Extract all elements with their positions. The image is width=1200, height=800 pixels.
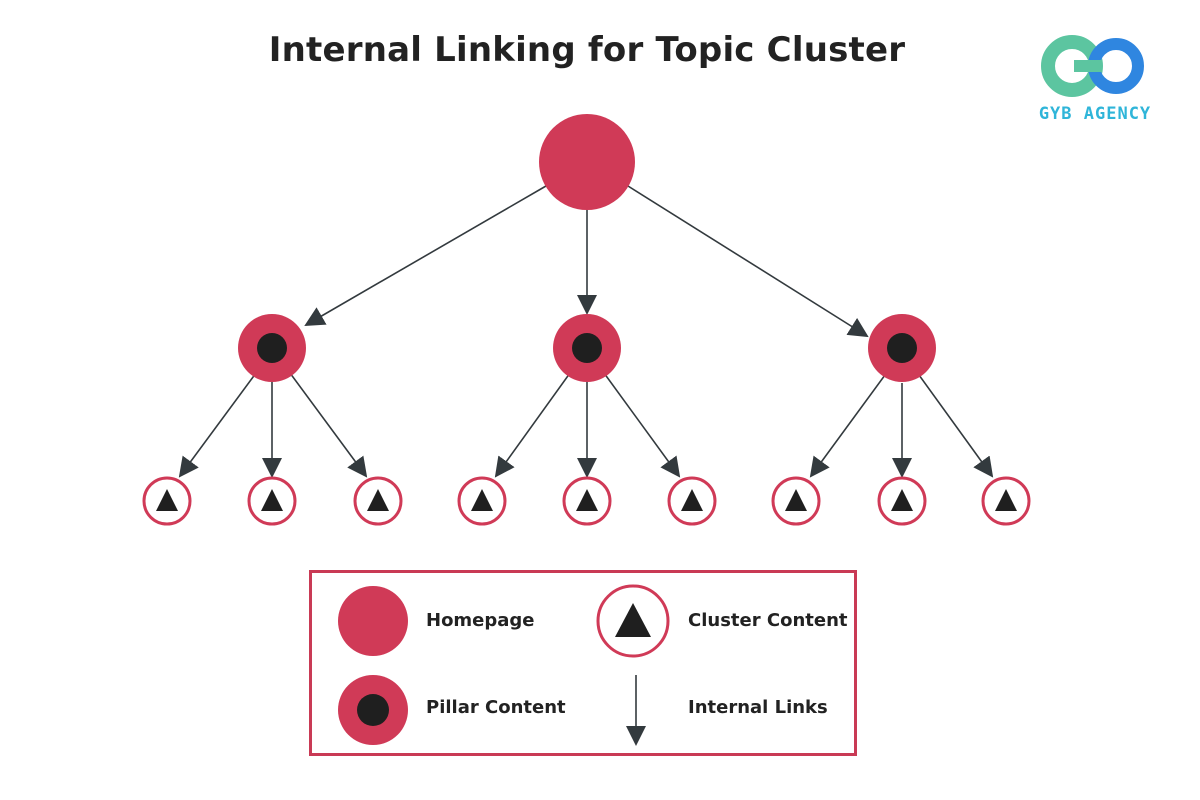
- gyb-agency-logo: GYB AGENCY: [1020, 34, 1175, 129]
- link-pillar-1-to-cluster-1: [178, 372, 257, 478]
- cluster-node: [562, 476, 612, 526]
- link-pillar-3-to-cluster-1: [809, 374, 886, 478]
- cluster-node: [353, 476, 403, 526]
- pillar-node: [553, 314, 621, 382]
- link-home-to-pillar-1: [304, 185, 547, 327]
- pillar-node: [238, 314, 306, 382]
- legend-homepage-icon: [338, 586, 408, 656]
- link-pillar-2-to-cluster-1: [494, 372, 571, 478]
- legend-cluster-label: Cluster Content: [688, 610, 848, 631]
- logo-text: GYB AGENCY: [1038, 104, 1152, 124]
- link-home-to-pillar-3: [627, 185, 869, 338]
- link-pillar-3-to-cluster-3: [918, 374, 994, 478]
- cluster-node: [877, 476, 927, 526]
- pillar-node: [868, 314, 936, 382]
- logo-mark-icon: [1041, 35, 1144, 97]
- legend-homepage-label: Homepage: [426, 610, 535, 631]
- cluster-node: [142, 476, 192, 526]
- legend-pillar-icon: [338, 675, 408, 745]
- legend: [309, 570, 857, 756]
- cluster-node: [981, 476, 1031, 526]
- diagram-title: Internal Linking for Topic Cluster: [268, 30, 906, 70]
- cluster-node: [667, 476, 717, 526]
- legend-internal-links-label: Internal Links: [688, 697, 828, 718]
- link-pillar-1-to-cluster-3: [289, 372, 368, 478]
- legend-pillar-label: Pillar Content: [426, 697, 566, 718]
- homepage-node: [539, 114, 635, 210]
- cluster-node: [247, 476, 297, 526]
- cluster-node: [771, 476, 821, 526]
- link-pillar-2-to-cluster-3: [603, 372, 681, 478]
- cluster-node: [457, 476, 507, 526]
- legend-cluster-icon: [596, 584, 670, 658]
